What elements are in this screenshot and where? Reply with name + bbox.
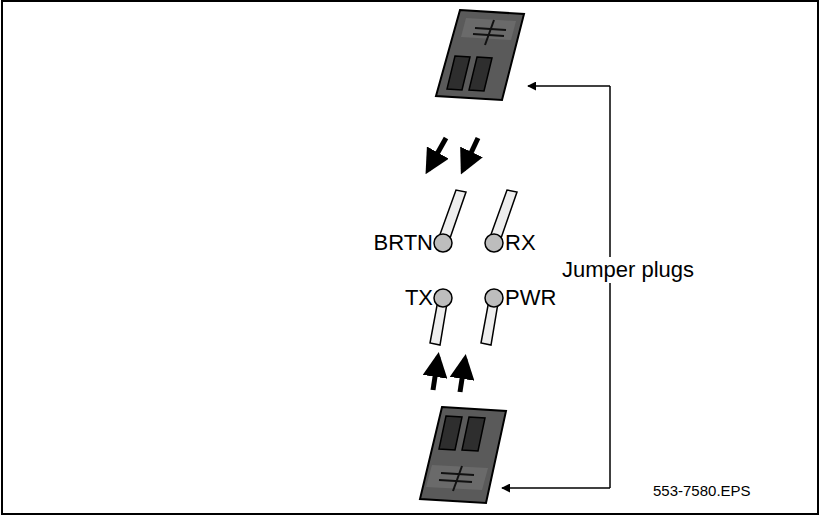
figure-id: 553-7580.EPS <box>653 483 751 498</box>
callout-label: Jumper plugs <box>559 257 697 283</box>
jumper-pins <box>430 190 517 345</box>
pin-label: PWR <box>505 287 556 309</box>
insertion-arrow <box>428 138 478 392</box>
jumper-plug <box>420 407 506 503</box>
leader-bracket <box>502 86 610 488</box>
jumper-plug <box>436 10 524 100</box>
pin-label: RX <box>505 232 536 254</box>
pin-label: BRTN <box>374 232 434 254</box>
pin-label: TX <box>405 287 433 309</box>
